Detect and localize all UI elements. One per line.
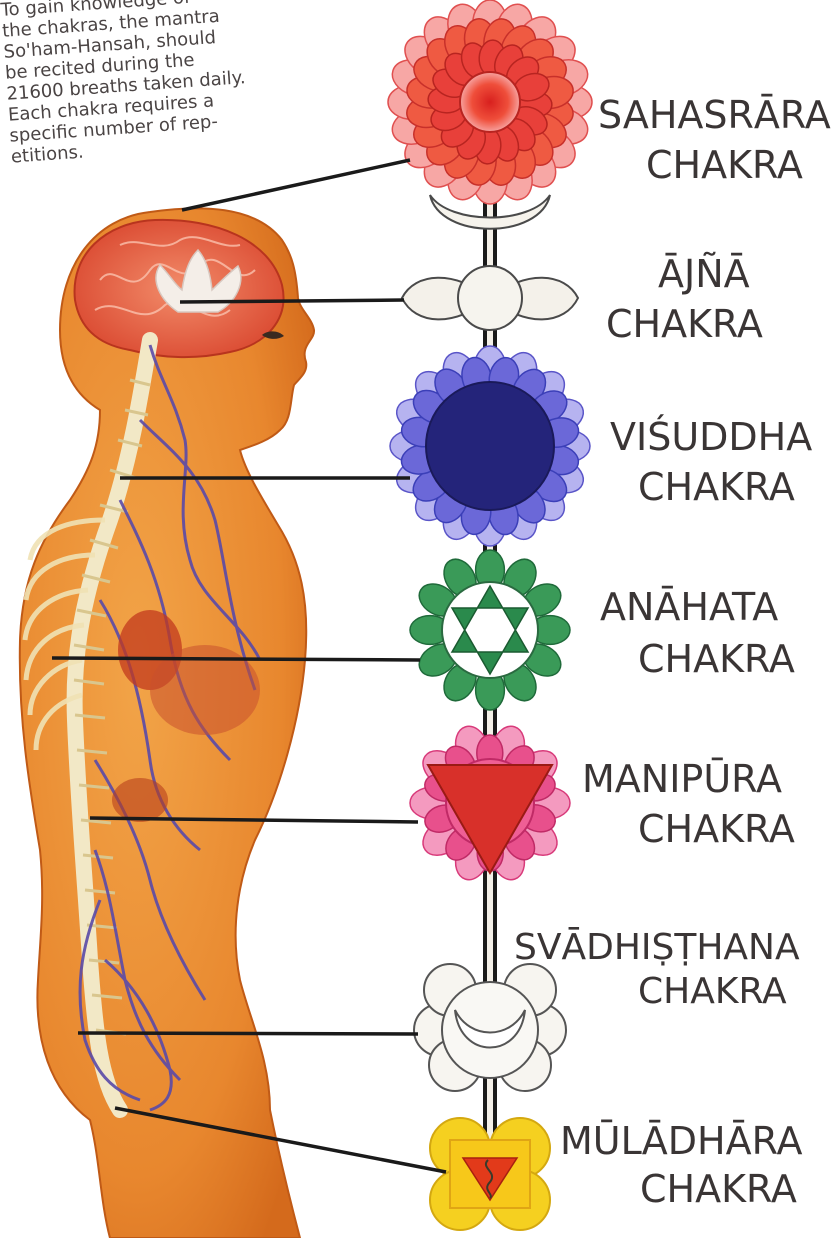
chakra-name: ĀJÑĀ [658,255,763,293]
connector-anahata [52,658,420,660]
label-ajna: ĀJÑĀ CHAKRA [658,255,763,343]
chakra-suffix: CHAKRA [638,974,800,1010]
chakra-suffix: CHAKRA [646,146,831,184]
sahasrara-lotus [388,0,593,204]
label-muladhara: MŪLĀDHĀRA CHAKRA [560,1122,802,1208]
label-vishuddha: VIŚUDDHA CHAKRA [610,418,812,506]
connector-ajna [180,300,404,302]
anahata-lotus [410,550,570,710]
chakra-name: MŪLĀDHĀRA [560,1122,802,1160]
lotus-center [460,72,520,132]
chakra-name: ANĀHATA [600,588,795,626]
ajna-symbol [402,266,578,330]
vishuddha-lotus [390,346,590,546]
chakra-suffix: CHAKRA [638,810,795,848]
intro-text: To gain knowledge of the chakras, the ma… [0,0,367,168]
connector-sahasrara [182,160,410,210]
chakra-suffix: CHAKRA [640,1170,802,1208]
chakra-suffix: CHAKRA [638,640,795,678]
body-silhouette [20,208,314,1238]
label-svadhisthana: SVĀDHIṢṬHANA CHAKRA [514,930,800,1010]
solar-plexus-organ [112,778,168,822]
chakra-suffix: CHAKRA [638,468,812,506]
label-sahasrara: SAHASRĀRA CHAKRA [598,96,831,184]
label-manipura: MANIPŪRA CHAKRA [582,760,795,848]
chakra-suffix: CHAKRA [606,305,763,343]
label-anahata: ANĀHATA CHAKRA [600,588,795,678]
connector-svadhisthana [78,1033,418,1034]
manipura-lotus [410,722,570,884]
chakra-name: SAHASRĀRA [598,96,831,134]
chakra-name: SVĀDHIṢṬHANA [514,930,800,966]
lotus-center [426,382,554,510]
chakra-name: MANIPŪRA [582,760,795,798]
human-body-figure [20,208,314,1238]
chakra-name: VIŚUDDHA [610,418,812,456]
